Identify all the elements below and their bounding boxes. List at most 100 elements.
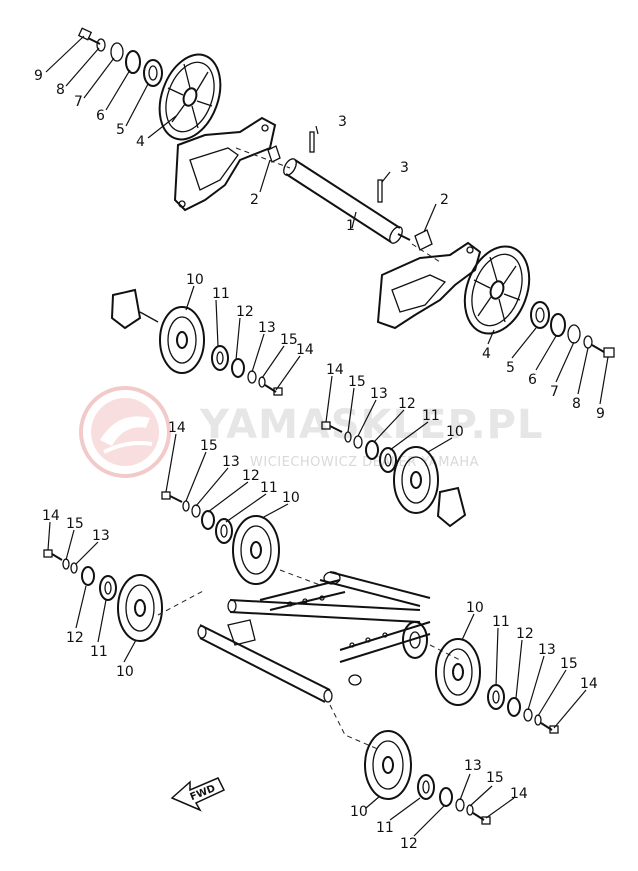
washer-part: [455, 798, 465, 812]
mount-bracket-part: [110, 288, 159, 330]
idler-wheel-part: [435, 638, 481, 706]
washer-part: [466, 804, 474, 816]
callout-15: 15: [66, 516, 84, 532]
callout-12: 12: [236, 304, 254, 320]
idler-wheel-part: [232, 515, 280, 585]
upper-left-drive-sprocket-assembly: [77, 27, 281, 212]
circlip-part: [550, 313, 566, 337]
callout-5: 5: [116, 122, 125, 138]
callout-15: 15: [486, 770, 504, 786]
bolt-part: [43, 549, 63, 561]
washer-part: [191, 504, 201, 518]
clip-part: [267, 145, 281, 163]
bearing-part: [530, 301, 550, 329]
idler-wheel-part: [393, 446, 439, 514]
callout-5: 5: [506, 360, 515, 376]
idler-wheel-group-4: [43, 549, 163, 642]
washer-part: [523, 708, 533, 722]
bracket-housing-part: [173, 116, 277, 212]
callout-14: 14: [42, 508, 60, 524]
callout-3: 3: [400, 160, 409, 176]
bearing-part: [379, 447, 397, 473]
callout-10: 10: [446, 424, 464, 440]
callout-11: 11: [422, 408, 440, 424]
callout-labels: 9 8 7 6 5 4 3 3 2 2 1 4 5 6 7 8 9 10 11 …: [34, 68, 605, 852]
washer-part: [182, 500, 190, 512]
callout-9: 9: [34, 68, 43, 84]
idler-wheel-group-1: [110, 288, 283, 396]
watermark: YAMASKLEP.PL WICIECHOWICZ DEALER YAMAHA: [79, 386, 542, 478]
bearing-part: [487, 684, 505, 710]
sprocket-wheel-part: [463, 245, 531, 335]
bolt-part: [161, 491, 183, 503]
watermark-logo-icon: [79, 386, 171, 478]
callout-11: 11: [260, 480, 278, 496]
bolt-part: [472, 812, 491, 825]
callout-13: 13: [222, 454, 240, 470]
callout-10: 10: [350, 804, 368, 820]
leader-lines: [45, 35, 609, 837]
callout-1: 1: [346, 218, 355, 234]
callout-13: 13: [464, 758, 482, 774]
idler-wheel-part: [159, 306, 205, 374]
bearing-part: [417, 774, 435, 800]
bracket-housing-part: [376, 241, 482, 330]
callout-11: 11: [492, 614, 510, 630]
washer-part: [96, 38, 106, 52]
bearing-part: [211, 345, 229, 371]
callout-10: 10: [466, 600, 484, 616]
circlip-part: [439, 787, 453, 807]
bolt-part: [264, 384, 283, 396]
callout-12: 12: [242, 468, 260, 484]
washer-part: [62, 558, 70, 570]
callout-15: 15: [560, 656, 578, 672]
circlip-part: [81, 566, 95, 586]
callout-13: 13: [92, 528, 110, 544]
circlip-part: [201, 510, 215, 530]
washer-part: [70, 562, 78, 574]
callout-13: 13: [258, 320, 276, 336]
callout-10: 10: [116, 664, 134, 680]
upper-right-drive-sprocket-assembly: [376, 229, 615, 358]
washer-part: [534, 714, 542, 726]
washer-part: [258, 376, 266, 388]
callout-6: 6: [96, 108, 105, 124]
drive-shaft-part: [283, 158, 411, 244]
callout-10: 10: [186, 272, 204, 288]
washer-part: [567, 324, 581, 344]
callout-7: 7: [550, 384, 559, 400]
callout-14: 14: [580, 676, 598, 692]
bearing-part: [99, 575, 117, 601]
callout-2: 2: [440, 192, 449, 208]
idler-wheel-group-6: [364, 730, 491, 825]
idler-wheel-part: [364, 730, 412, 800]
callout-8: 8: [56, 82, 65, 98]
washer-part: [110, 42, 124, 62]
idler-wheel-part: [117, 574, 163, 642]
bolt-part: [591, 344, 615, 358]
idler-wheel-group-3: [161, 491, 280, 585]
callout-9: 9: [596, 406, 605, 422]
callout-14: 14: [296, 342, 314, 358]
bearing-part: [143, 59, 163, 87]
callout-10: 10: [282, 490, 300, 506]
slide-rail-frame-part: [197, 571, 431, 703]
callout-2: 2: [250, 192, 259, 208]
forward-direction-arrow-icon: FWD: [170, 777, 226, 812]
callout-4: 4: [136, 134, 145, 150]
circlip-part: [365, 440, 379, 460]
key-pin-part: [309, 131, 383, 203]
circlip-part: [231, 358, 245, 378]
callout-11: 11: [376, 820, 394, 836]
callout-13: 13: [538, 642, 556, 658]
callout-12: 12: [66, 630, 84, 646]
washer-part: [583, 335, 593, 349]
clip-part: [414, 229, 433, 251]
callout-6: 6: [528, 372, 537, 388]
bolt-part: [540, 722, 559, 734]
callout-4: 4: [482, 346, 491, 362]
bearing-part: [215, 518, 233, 544]
idler-wheel-group-5: [435, 638, 559, 734]
sprocket-wheel-part: [158, 53, 222, 141]
